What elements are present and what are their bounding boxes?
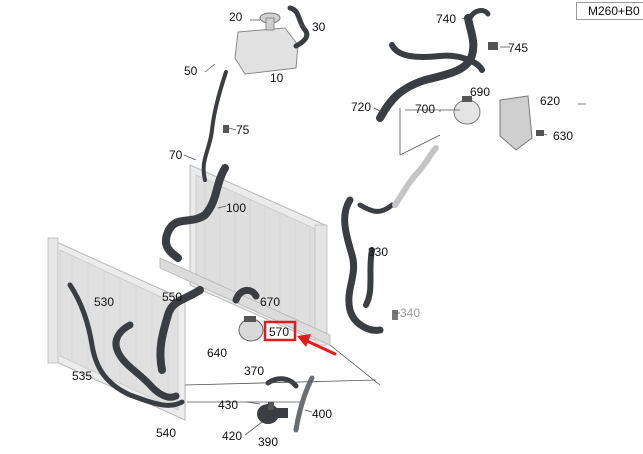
label-670: 670 bbox=[260, 295, 280, 309]
label-370: 370 bbox=[244, 364, 264, 378]
label-340: 340 bbox=[400, 306, 420, 320]
label-740: 740 bbox=[436, 12, 456, 26]
main-radiator bbox=[189, 164, 328, 346]
label-430: 430 bbox=[218, 398, 238, 412]
coolant-hoses bbox=[67, 5, 491, 433]
diagram-code: M260+B0 bbox=[576, 2, 643, 20]
thermostat-housing bbox=[238, 316, 264, 342]
clip-75 bbox=[223, 125, 229, 133]
clip-340 bbox=[392, 310, 398, 320]
bracket-620 bbox=[499, 95, 533, 151]
expansion-tank bbox=[234, 12, 299, 75]
bolt-630 bbox=[536, 130, 544, 136]
label-570: 570 bbox=[269, 325, 289, 339]
label-330: 330 bbox=[368, 245, 388, 259]
label-700: 700 bbox=[415, 102, 435, 116]
label-640: 640 bbox=[207, 346, 227, 360]
label-535: 535 bbox=[72, 369, 92, 383]
label-720: 720 bbox=[351, 100, 371, 114]
label-50: 50 bbox=[184, 64, 198, 78]
label-70: 70 bbox=[169, 148, 183, 162]
clip-745 bbox=[488, 42, 498, 50]
leader-lines bbox=[183, 17, 586, 436]
reservoir-690 bbox=[453, 96, 481, 125]
label-400: 400 bbox=[312, 407, 332, 421]
label-530: 530 bbox=[94, 295, 114, 309]
label-20: 20 bbox=[229, 10, 243, 24]
label-100: 100 bbox=[226, 201, 246, 215]
label-630: 630 bbox=[553, 129, 573, 143]
part-labels: 20 30 10 50 75 70 100 740 745 720 700 69… bbox=[72, 10, 573, 449]
label-690: 690 bbox=[470, 85, 490, 99]
label-620: 620 bbox=[540, 94, 560, 108]
label-550: 550 bbox=[162, 290, 182, 304]
label-75: 75 bbox=[236, 123, 250, 137]
label-540: 540 bbox=[156, 426, 176, 440]
label-390: 390 bbox=[258, 435, 278, 449]
label-745: 745 bbox=[508, 41, 528, 55]
label-420: 420 bbox=[222, 429, 242, 443]
highlight-arrow bbox=[297, 334, 337, 356]
label-30: 30 bbox=[312, 20, 326, 34]
coolant-pipe bbox=[392, 145, 439, 208]
highlight-box-570 bbox=[263, 320, 297, 342]
clip-430 bbox=[268, 402, 274, 410]
label-10: 10 bbox=[270, 71, 284, 85]
